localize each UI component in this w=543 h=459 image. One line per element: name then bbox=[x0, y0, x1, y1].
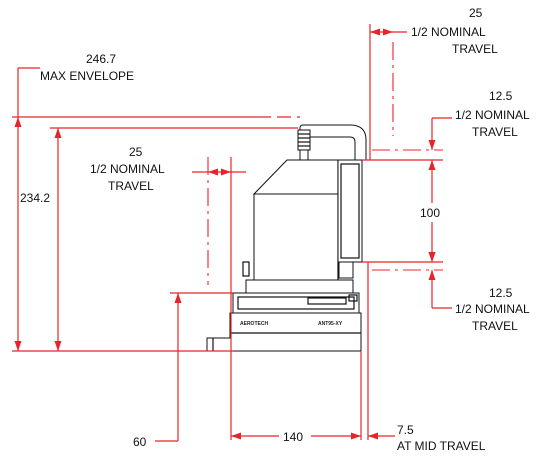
offset-caption: AT MID TRAVEL bbox=[397, 439, 486, 453]
overall-height-value: 234.2 bbox=[20, 191, 50, 205]
base-width-value: 140 bbox=[283, 430, 303, 444]
upper-carriage bbox=[245, 279, 354, 294]
max-envelope-value: 246.7 bbox=[86, 52, 116, 66]
upper-travel-caption-1: 1/2 NOMINAL bbox=[455, 108, 530, 122]
model-label: ANT95-XY bbox=[318, 321, 343, 327]
upper-travel-value: 12.5 bbox=[489, 89, 513, 103]
base-height-value: 60 bbox=[133, 435, 147, 449]
left-travel-value: 25 bbox=[129, 145, 143, 159]
brand-label: AEROTECH bbox=[240, 321, 268, 327]
lower-travel-caption-2: TRAVEL bbox=[472, 319, 518, 333]
stage-device: AEROTECH ANT95-XY bbox=[206, 124, 367, 352]
vertical-stage-body bbox=[253, 193, 339, 281]
stage-span-value: 100 bbox=[420, 206, 440, 220]
upper-travel-caption-2: TRAVEL bbox=[472, 125, 518, 139]
base-connector bbox=[206, 337, 232, 352]
left-travel-caption-1: 1/2 NOMINAL bbox=[90, 162, 165, 176]
lower-travel-value: 12.5 bbox=[489, 286, 513, 300]
lower-travel-caption-1: 1/2 NOMINAL bbox=[455, 302, 530, 316]
left-travel-caption-2: TRAVEL bbox=[108, 179, 154, 193]
offset-value: 7.5 bbox=[397, 423, 414, 437]
top-travel-caption-1: 1/2 NOMINAL bbox=[411, 25, 486, 39]
max-envelope-caption: MAX ENVELOPE bbox=[40, 69, 134, 83]
cable bbox=[299, 124, 367, 161]
labels: 25 1/2 NOMINAL TRAVEL 246.7 MAX ENVELOPE… bbox=[20, 6, 530, 453]
lower-carriage bbox=[232, 292, 360, 314]
base-plate bbox=[229, 312, 362, 352]
top-travel-caption-2: TRAVEL bbox=[452, 42, 498, 56]
right-column bbox=[337, 159, 363, 263]
top-travel-value: 25 bbox=[469, 6, 483, 20]
cable-connector bbox=[297, 129, 311, 151]
